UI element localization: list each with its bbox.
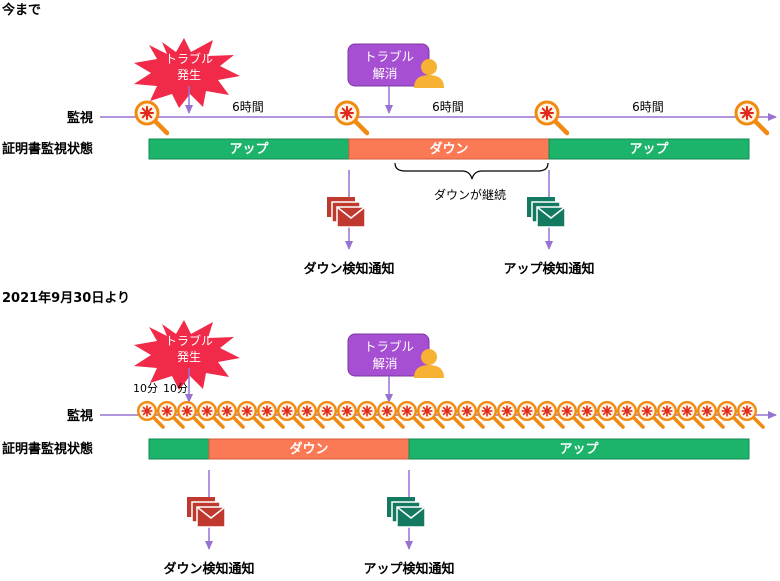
trouble-label-line1: トラブル <box>165 333 213 348</box>
mail-stack-icon <box>387 497 426 528</box>
segment-up-label: アップ <box>559 442 599 457</box>
status-bar-before: アップ ダウン アップ <box>148 138 750 160</box>
interval-label-2: 6時間 <box>432 100 464 114</box>
trouble-label-line1: トラブル <box>165 51 213 66</box>
resolved-bubble-after: トラブル 解消 <box>347 333 444 378</box>
trouble-burst-after: トラブル 発生 <box>134 320 240 390</box>
explosion-burst-icon <box>134 320 240 390</box>
up-notice-before: アップ検知通知 <box>503 261 594 277</box>
resolved-label-line2: 解消 <box>372 66 397 81</box>
mail-stack-icon <box>187 497 226 528</box>
resolved-bubble-before: トラブル 解消 <box>347 43 444 88</box>
down-notice-before: ダウン検知通知 <box>303 261 394 277</box>
segment-up-1-label: アップ <box>229 142 269 157</box>
section-heading-before: 今まで <box>1 2 41 18</box>
segment-up-lead <box>148 438 210 460</box>
mail-stack-icon <box>327 197 366 228</box>
interval-label-a: 10分 <box>133 382 158 395</box>
check-points-after <box>136 400 765 429</box>
segment-up-2-label: アップ <box>629 142 669 157</box>
trouble-burst-before: トラブル 発生 <box>134 38 240 108</box>
up-notice-after: アップ検知通知 <box>363 561 454 577</box>
status-label-after: 証明書監視状態 <box>2 441 93 457</box>
down-duration-label: ダウンが継続 <box>434 187 506 202</box>
trouble-label-line2: 発生 <box>177 350 201 364</box>
status-label-before: 証明書監視状態 <box>2 141 93 157</box>
interval-label-1: 6時間 <box>232 100 264 114</box>
status-bar-after: ダウン アップ <box>148 438 750 460</box>
monitor-label-after: 監視 <box>67 408 93 424</box>
explosion-burst-icon <box>134 38 240 108</box>
monitor-label-before: 監視 <box>67 110 93 126</box>
interval-label-3: 6時間 <box>632 100 664 114</box>
segment-down-label: ダウン <box>289 441 328 457</box>
down-duration-brace <box>394 162 549 180</box>
trouble-label-line2: 発生 <box>177 68 201 82</box>
mail-stack-icon <box>527 197 566 228</box>
resolved-label-line2: 解消 <box>372 356 397 371</box>
resolved-label-line1: トラブル <box>364 49 414 64</box>
segment-up-2 <box>548 138 750 160</box>
interval-label-b: 10分 <box>163 382 188 395</box>
resolved-label-line1: トラブル <box>364 339 414 354</box>
down-notice-after: ダウン検知通知 <box>163 561 254 577</box>
segment-down-label: ダウン <box>429 141 468 157</box>
segment-up <box>408 438 750 460</box>
section-heading-after: 2021年9月30日より <box>2 290 130 306</box>
